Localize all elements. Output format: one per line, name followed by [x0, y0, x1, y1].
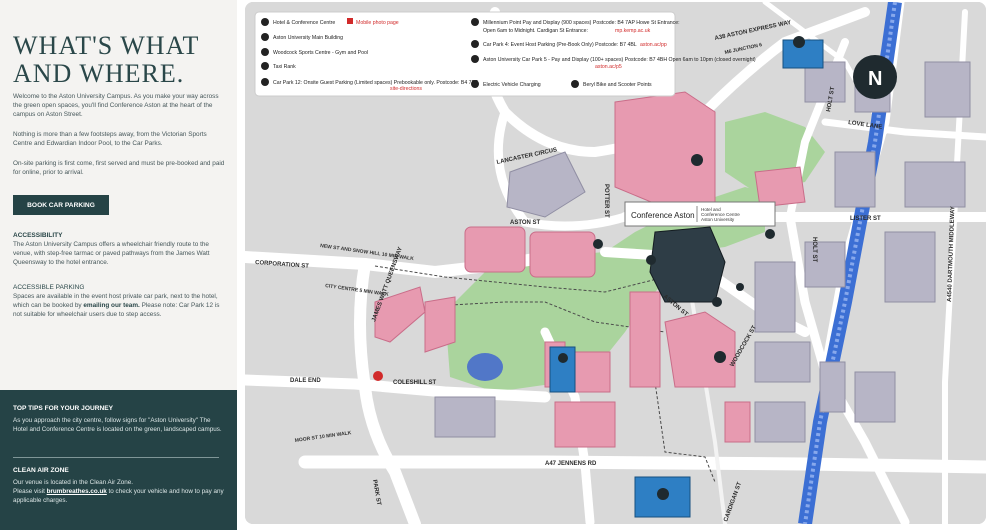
email-team-link[interactable]: emailing our team. [83, 302, 140, 309]
ev-charging-marker-icon [765, 229, 775, 239]
clean-air-heading: CLEAN AIR ZONE [13, 467, 69, 474]
legend-2-label: Aston University Main Building [273, 35, 343, 41]
street-holt-st: HOLT ST [811, 237, 817, 263]
title-line1: WHAT'S WHAT [13, 31, 200, 60]
marker-hotel[interactable] [646, 255, 656, 265]
legend-1-label: Hotel & Conference Centre [273, 20, 335, 26]
legend-marker-4 [261, 62, 269, 70]
legend-p5-link[interactable]: aston.ac/p5 [595, 64, 622, 70]
other-buildings [434, 61, 971, 443]
info-panel-top: WHAT'S WHAT AND WHERE. Welcome to the As… [0, 0, 237, 390]
bike-scooter-icon [571, 80, 579, 88]
legend-p12-link[interactable]: site-directions [390, 86, 422, 92]
legend-p4-link[interactable]: aston.ac/pp [640, 42, 667, 48]
legend-bike-label: Beryl Bike and Scooter Points [583, 82, 652, 88]
venue-desc-3: Aston University [701, 217, 735, 222]
legend-box [254, 11, 676, 97]
street-potter-st: POTTER ST [603, 184, 609, 218]
campus-buildings [374, 91, 806, 448]
street-jennens-rd: A47 JENNENS RD [545, 461, 597, 467]
accessible-parking-body: Spaces are available in the event host p… [13, 293, 218, 309]
legend-p5-label: Aston University Car Park 5 - Pay and Di… [483, 57, 756, 63]
lake [467, 353, 503, 381]
book-car-parking-button[interactable]: BOOK CAR PARKING [13, 195, 109, 215]
marker-p12[interactable] [712, 297, 722, 307]
bike-marker-icon [736, 283, 744, 291]
accessible-parking-note: Please note: Car Park 12 is not suitable… [13, 302, 220, 318]
map-legend: Hotel & Conference Centre Mobile photo p… [254, 11, 756, 97]
page-title: WHAT'S WHAT AND WHERE. [13, 32, 228, 88]
street-dale-end: DALE END [290, 378, 321, 384]
legend-4-label: Taxi Rank [273, 64, 296, 70]
map-markers [373, 36, 805, 500]
accessibility-heading: ACCESSIBILITY [13, 232, 63, 239]
legend-marker-2 [261, 33, 269, 41]
info-panel: WHAT'S WHAT AND WHERE. Welcome to the As… [0, 0, 237, 530]
clean-air-post: to check your vehicle and how to pay any… [13, 488, 224, 504]
north-letter: N [868, 68, 882, 90]
marker-taxi-rank[interactable] [593, 239, 603, 249]
marker-sports-centre[interactable] [714, 351, 726, 363]
street-park-st: PARK ST [371, 479, 381, 506]
legend-marker-3 [261, 48, 269, 56]
legend-marker-p5 [471, 55, 479, 63]
tips-text: As you approach the city centre, follow … [13, 417, 222, 433]
clean-air-line1: Our venue is located in the Clean Air Zo… [13, 479, 134, 486]
legend-p12-label: Car Park 12: Onsite Guest Parking (Limit… [273, 80, 479, 86]
street-coleshill-st: COLESHILL ST [393, 380, 437, 386]
paragraph-parking: On-site parking is first come, first ser… [13, 160, 225, 176]
legend-marker-1 [261, 18, 269, 26]
paragraph-sports: Nothing is more than a few footsteps awa… [13, 131, 207, 147]
marker-p5[interactable] [657, 488, 669, 500]
legend-1-link[interactable]: Mobile photo page [356, 20, 399, 26]
legend-ev-label: Electric Vehicle Charging [483, 82, 541, 88]
legend-p1-link[interactable]: mp.kemp.ac.uk [615, 28, 651, 34]
info-panel-bottom: TOP TIPS FOR YOUR JOURNEY As you approac… [0, 390, 237, 530]
legend-p1-label: Millennium Point Pay and Display (900 sp… [483, 20, 680, 26]
venue-label[interactable]: Conference Aston Hotel and Conference Ce… [624, 201, 776, 227]
brumbreathes-link[interactable]: brumbreathes.co.uk [46, 488, 107, 495]
accessibility-text: The Aston University Campus offers a whe… [13, 241, 210, 266]
clean-air-pre: Please visit [13, 488, 45, 495]
conference-aston-building[interactable] [649, 226, 726, 303]
street-dartmouth: A4540 DARTMOUTH MIDDLEWAY [947, 206, 956, 302]
marker-clean-air [373, 371, 383, 381]
legend-p1-extra: Open 6am to Midnight. Cardigan St Entran… [483, 28, 588, 34]
campus-map[interactable]: Hotel & Conference Centre Mobile photo p… [245, 2, 986, 524]
legend-marker-p4 [471, 40, 479, 48]
street-love-lane: LOVE LANE [848, 120, 883, 131]
tips-heading: TOP TIPS FOR YOUR JOURNEY [13, 405, 114, 412]
divider [13, 457, 219, 458]
ev-charging-icon [471, 80, 479, 88]
accessible-parking-heading: ACCESSIBLE PARKING [13, 284, 85, 291]
accessible-parking-text: Spaces are available in the event host p… [13, 292, 226, 319]
venue-desc-2: Conference Centre [701, 212, 740, 217]
marker-main-building[interactable] [691, 154, 703, 166]
street-holt-st-north: HOLT ST [826, 86, 836, 112]
marker-p1[interactable] [558, 353, 568, 363]
venue-desc-1: Hotel and [701, 207, 721, 212]
legend-p4-label: Car Park 4: Event Host Parking (Pre-Book… [483, 42, 637, 48]
clean-air-text: Our venue is located in the Clean Air Zo… [13, 478, 225, 505]
venue-name: Conference Aston [631, 211, 695, 220]
title-line2: AND WHERE. [13, 59, 185, 88]
street-aston-st: ASTON ST [510, 220, 541, 226]
street-lister-st: LISTER ST [850, 216, 881, 222]
legend-3-label: Woodcock Sports Centre - Gym and Pool [273, 50, 368, 56]
intro-text: Welcome to the Aston University Campus. … [13, 93, 219, 118]
marker-p4[interactable] [793, 36, 805, 48]
legend-marker-p1 [471, 18, 479, 26]
north-compass-icon [853, 55, 897, 99]
legend-link-icon [347, 18, 353, 24]
street-corporation-st: CORPORATION ST [255, 260, 310, 270]
venue-label-box [624, 201, 776, 227]
legend-marker-p12 [261, 78, 269, 86]
